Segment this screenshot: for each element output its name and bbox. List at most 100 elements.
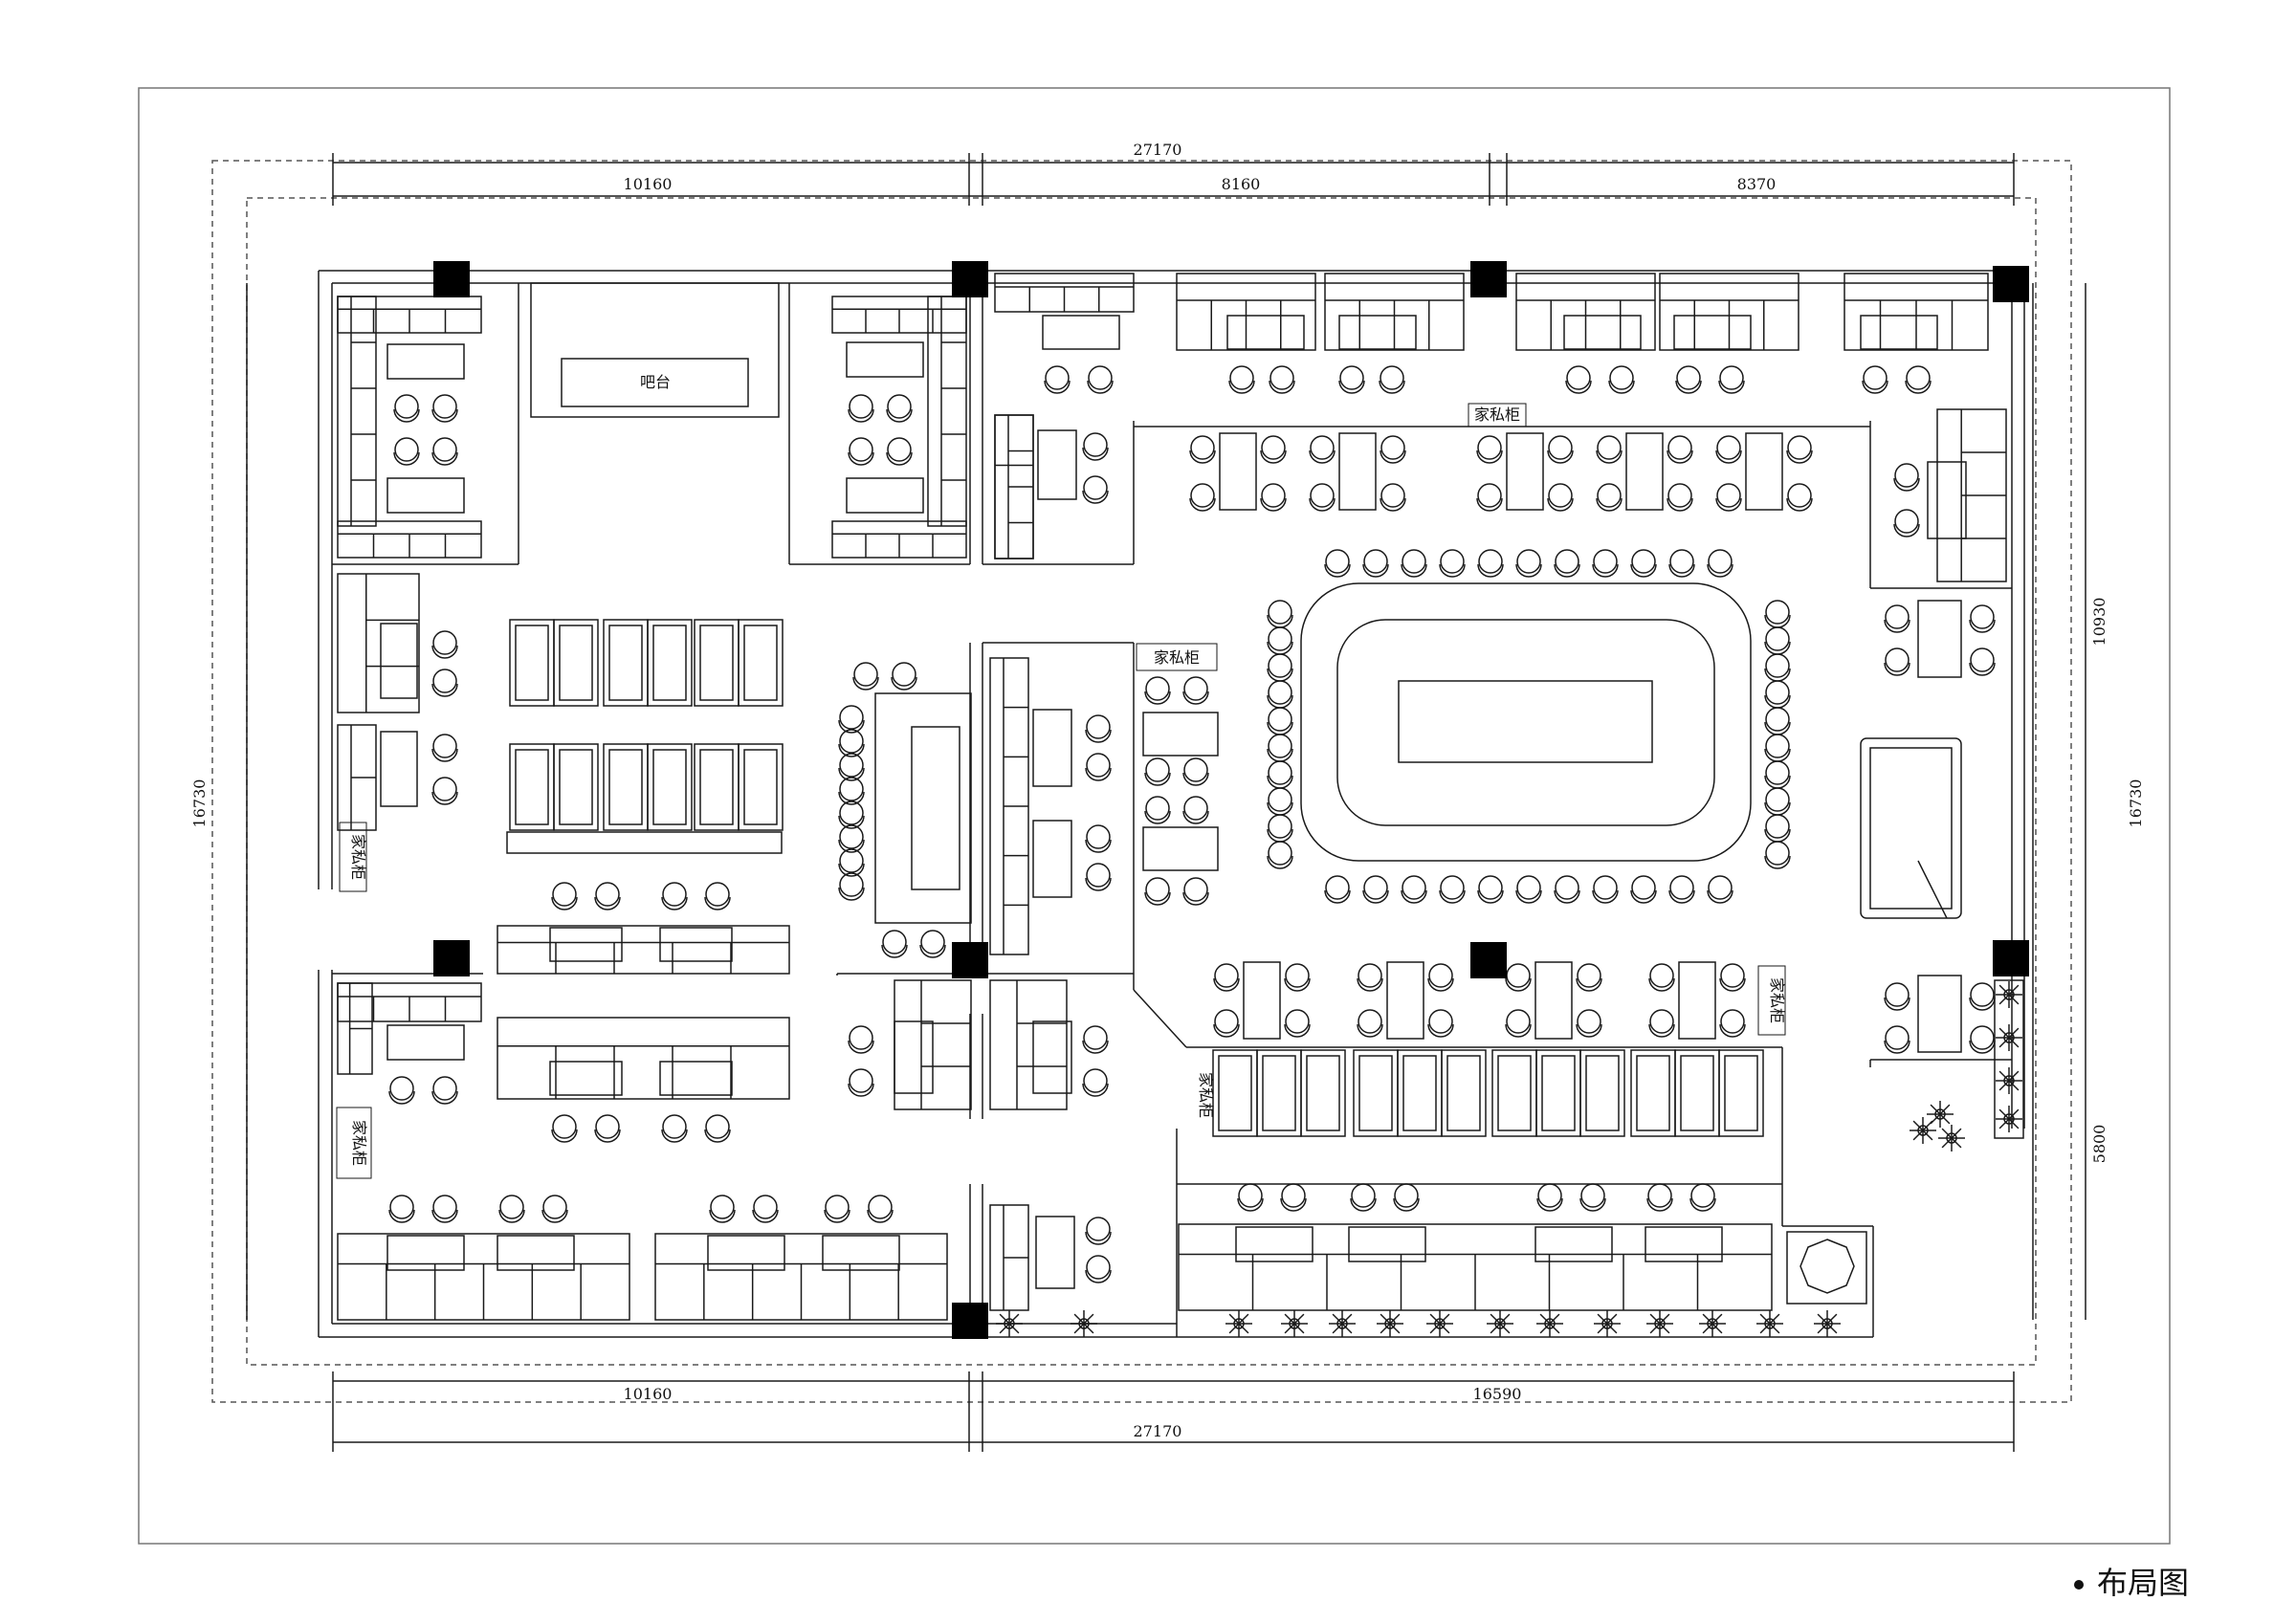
chair [1764,787,1791,816]
table [497,1235,575,1271]
chair [1309,435,1336,464]
chair [1379,365,1405,394]
chair [752,1195,779,1223]
table [707,1235,785,1271]
chair [1630,875,1657,904]
table [1142,826,1219,871]
chair [1689,1183,1716,1212]
table [549,927,623,962]
chair [1309,483,1336,512]
chair [1439,875,1466,904]
chair [1707,875,1733,904]
sofa [337,982,373,1075]
chair [1401,549,1427,578]
sofa [337,296,377,527]
chair [1505,1009,1532,1038]
chair [1260,483,1287,512]
plant-icon [1646,1310,1673,1337]
plant-icon [1594,1310,1621,1337]
chair [1576,1009,1602,1038]
chair [1082,1068,1109,1097]
label-cabinet-bottom-left: 家私柜 [350,1120,368,1166]
plant-icon [1996,1067,2022,1094]
chair [838,872,865,901]
chair [848,1025,874,1054]
chair [1668,875,1695,904]
chair [1085,1255,1112,1283]
chair [1044,365,1071,394]
sofa [994,414,1034,559]
column [433,940,470,976]
label-cabinet-center: 家私柜 [1154,648,1200,667]
chair [886,394,913,423]
chair [1893,463,1920,492]
table [1338,432,1377,511]
booth-seat [509,743,555,831]
cabinet-bottom-left [336,1107,372,1179]
chair [1082,432,1109,461]
chair [1764,814,1791,843]
chair [1715,435,1742,464]
booth-seat [1674,1049,1720,1137]
chair [1182,796,1209,824]
chair [838,705,865,734]
booth-seat [1212,1049,1258,1137]
bar-counter [561,358,749,407]
chair [1764,841,1791,869]
chair [431,1076,458,1105]
chair [1707,549,1733,578]
plant-icon [1996,981,2022,1008]
column [952,942,988,978]
table [659,1061,733,1096]
table [1534,961,1573,1040]
table [549,1061,623,1096]
dim-right-height: 16730 [2127,779,2145,828]
chair [431,394,458,423]
chair [1085,863,1112,891]
sofa [994,273,1135,313]
exterior-walls [318,270,2025,1338]
chair [393,394,420,423]
chair [1189,435,1216,464]
chair [1764,600,1791,628]
sofa [1176,273,1316,351]
structural-columns [433,261,2029,1339]
sofa [1515,273,1656,351]
chair [1267,626,1293,655]
chair [1536,1183,1563,1212]
sheet-border [138,87,2171,1545]
chair [1565,365,1592,394]
chair [852,662,879,691]
chair [1630,549,1657,578]
chair [1357,963,1383,992]
bench [506,831,783,854]
booth-seat [647,619,693,707]
plant-icon [1426,1310,1453,1337]
chair [886,437,913,466]
chair [1786,483,1813,512]
cabinet-center [1136,643,1218,671]
booth-seat [1630,1049,1676,1137]
chair [1969,1025,1996,1054]
dim-top-middle: 8160 [1222,175,1261,193]
table [1042,315,1120,350]
booth-seat [1441,1049,1487,1137]
chair [1267,787,1293,816]
chair [1324,549,1351,578]
chair [1182,757,1209,786]
chair [1427,1009,1454,1038]
chair [848,437,874,466]
chair [838,848,865,877]
table [1035,1216,1075,1289]
billiard-cue [1917,860,1948,919]
chair [1362,875,1389,904]
column [952,261,988,297]
central-table-inner [1336,619,1715,826]
sofa [337,1233,630,1321]
chair [838,801,865,829]
table [911,726,960,890]
label-cabinet-mid-left: 家私柜 [1197,1072,1215,1118]
chair [919,930,946,958]
chair [1884,1025,1910,1054]
